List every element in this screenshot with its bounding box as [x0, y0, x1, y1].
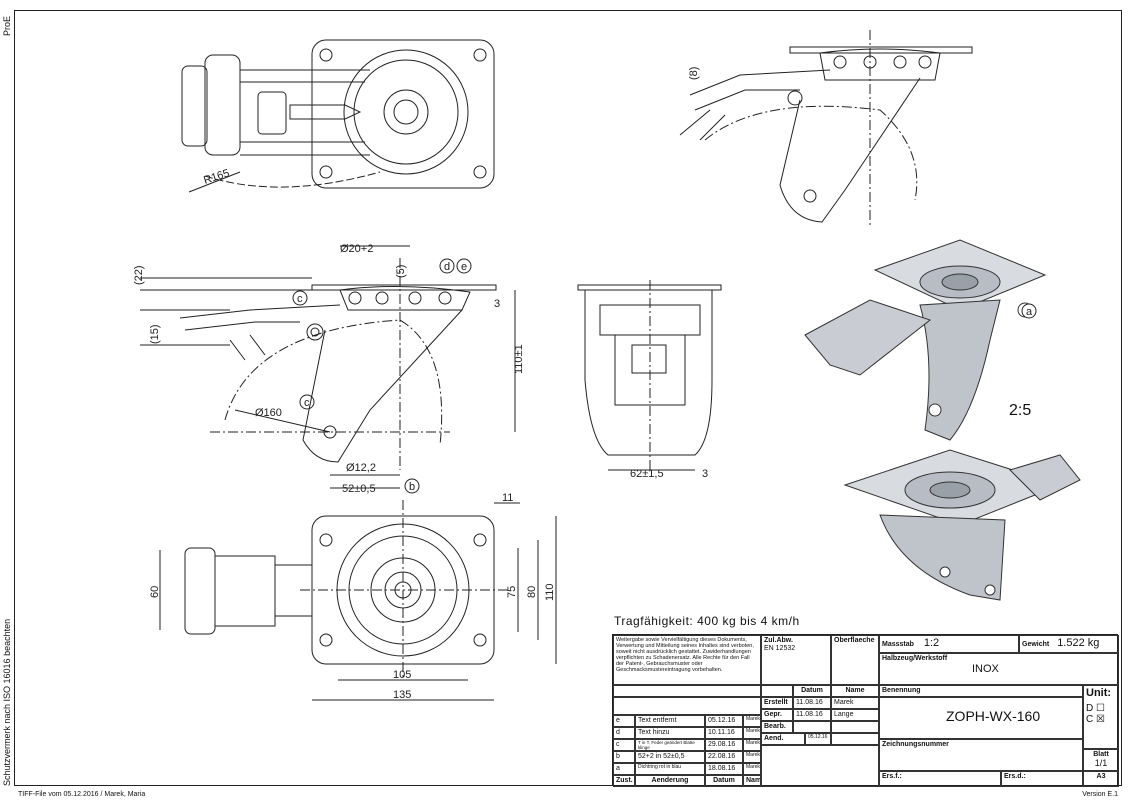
side-view-main	[140, 245, 516, 489]
rev-0-text: Text entfernt	[635, 715, 705, 727]
dim-r165: R165	[202, 167, 231, 187]
dim-15: (15)	[149, 324, 161, 344]
rev-2-date: 29.08.16	[705, 739, 743, 751]
rev-0-z: e	[613, 715, 635, 727]
rev-1-date: 10.11.16	[705, 727, 743, 739]
copyright-text: Weitergabe sowie Vervielfältigung dieses…	[613, 635, 761, 685]
circle-a: a	[1026, 306, 1033, 318]
material-value: INOX	[972, 662, 999, 675]
footer-version: Version E.1	[1082, 791, 1118, 798]
dim-3-b: 3	[702, 468, 708, 480]
rev-3-text: 52+2 in 52±0,5	[635, 751, 705, 763]
dim-dia-160: Ø160	[255, 407, 282, 419]
dim-110: 110	[544, 583, 556, 601]
weight-label: Gewicht	[1022, 641, 1050, 648]
scale-note: 2:5	[1009, 402, 1032, 419]
role-1-date: 11.08.16	[793, 709, 831, 721]
rev-4-date: 18.08.16	[705, 763, 743, 775]
dim-60: 60	[149, 586, 161, 598]
role-0-name: Marek	[831, 697, 879, 709]
drawing-no-label: Zeichnungsnummer	[879, 739, 1083, 771]
rev-header-z: Zust.	[613, 775, 635, 787]
iso-view-top	[804, 239, 1047, 441]
rev-1-z: d	[613, 727, 635, 739]
dim-110-1: 110±1	[513, 344, 525, 374]
rev-1-text: Text hinzu	[635, 727, 705, 739]
dim-52: 52±0,5	[342, 483, 376, 495]
rev-3-date: 22.08.16	[705, 751, 743, 763]
ers-d: Ers.d.:	[1001, 771, 1083, 787]
drawing-frame	[14, 10, 1122, 786]
rev-1-name: Marek	[743, 727, 761, 739]
circle-c1: c	[297, 293, 303, 305]
zul-abw-value: EN 12532	[764, 644, 796, 652]
rev-0-name: Marek	[743, 715, 761, 727]
dim-80: 80	[526, 586, 538, 598]
format: A3	[1083, 771, 1119, 787]
datum-header: Datum	[793, 685, 831, 697]
rev-3-name: Marek	[743, 751, 761, 763]
rev-header-name: Nam.	[743, 775, 761, 787]
rev-2-name: Marek	[743, 739, 761, 751]
role-0-date: 11.08.16	[793, 697, 831, 709]
zul-abw-label: Zul.Abw.	[764, 637, 793, 644]
name-header: Name	[831, 685, 879, 697]
rev-4-text: Dichtring rot in blau	[635, 763, 705, 775]
ers-f: Ers.f.:	[879, 771, 1001, 787]
circle-d: d	[444, 261, 450, 273]
dim-75: 75	[506, 586, 518, 598]
top-view	[181, 39, 495, 193]
rev-3-z: b	[613, 751, 635, 763]
dim-22: (22)	[133, 265, 145, 285]
scale-value: 1:2	[923, 637, 940, 649]
rev-header-text: Aenderung	[635, 775, 705, 787]
role-0: Erstellt	[761, 697, 793, 709]
footer-tiff-info: TIFF-File vom 05.12.2016 / Marek, Maria	[18, 791, 146, 798]
surface-label: Oberflaeche	[834, 637, 875, 644]
dim-dia-12: Ø12,2	[346, 462, 376, 474]
rev-2-z: c	[613, 739, 635, 751]
role-3-date: 05.12.16	[805, 733, 831, 745]
rev-0-date: 05.12.16	[705, 715, 743, 727]
bottom-view	[159, 500, 557, 701]
circle-e: e	[461, 261, 467, 273]
rev-2-text: T in T, Feder geändert Blatte klinge	[635, 739, 705, 751]
side-view-top	[679, 30, 973, 225]
rev-4-z: a	[613, 763, 635, 775]
role-3: Aend. gepr.	[761, 733, 805, 745]
weight-value: 1.522 kg	[1057, 637, 1100, 649]
dim-11: 11	[502, 492, 513, 504]
dim-105: 105	[393, 669, 411, 681]
dim-8: (8)	[688, 67, 700, 80]
dim-62: 62±1,5	[630, 468, 664, 480]
title-block: Weitergabe sowie Vervielfältigung dieses…	[612, 634, 1119, 787]
scale-label: Massstab	[882, 641, 914, 648]
sheet-label: Blatt	[1093, 751, 1109, 758]
dim-3-a: 3	[494, 298, 500, 310]
dim-135: 135	[393, 689, 411, 701]
rev-4-name: Marek	[743, 763, 761, 775]
circle-c2: c	[304, 397, 310, 409]
unit-box-c: C ☒	[1086, 714, 1105, 726]
circle-b: b	[409, 481, 415, 493]
part-number: ZOPH-WX-160	[946, 708, 1041, 724]
unit-box-d: D ☐	[1086, 703, 1105, 715]
role-1-name: Lange	[831, 709, 879, 721]
iso-view-bottom	[843, 449, 1081, 601]
dim-5: (5)	[395, 265, 407, 278]
material-label: Halbzeug/Werkstoff	[882, 655, 948, 662]
rev-header-date: Datum	[705, 775, 743, 787]
load-capacity: Tragfähigkeit: 400 kg bis 4 km/h	[614, 614, 800, 628]
sheet-value: 1/1	[1094, 757, 1108, 768]
dim-dia-20: Ø20+2	[340, 243, 373, 255]
rear-view	[577, 280, 722, 471]
role-2: Bearb.	[761, 721, 793, 733]
designation-label: Benennung	[879, 685, 1083, 697]
role-1: Gepr.	[761, 709, 793, 721]
unit-label: Unit:	[1086, 687, 1112, 699]
